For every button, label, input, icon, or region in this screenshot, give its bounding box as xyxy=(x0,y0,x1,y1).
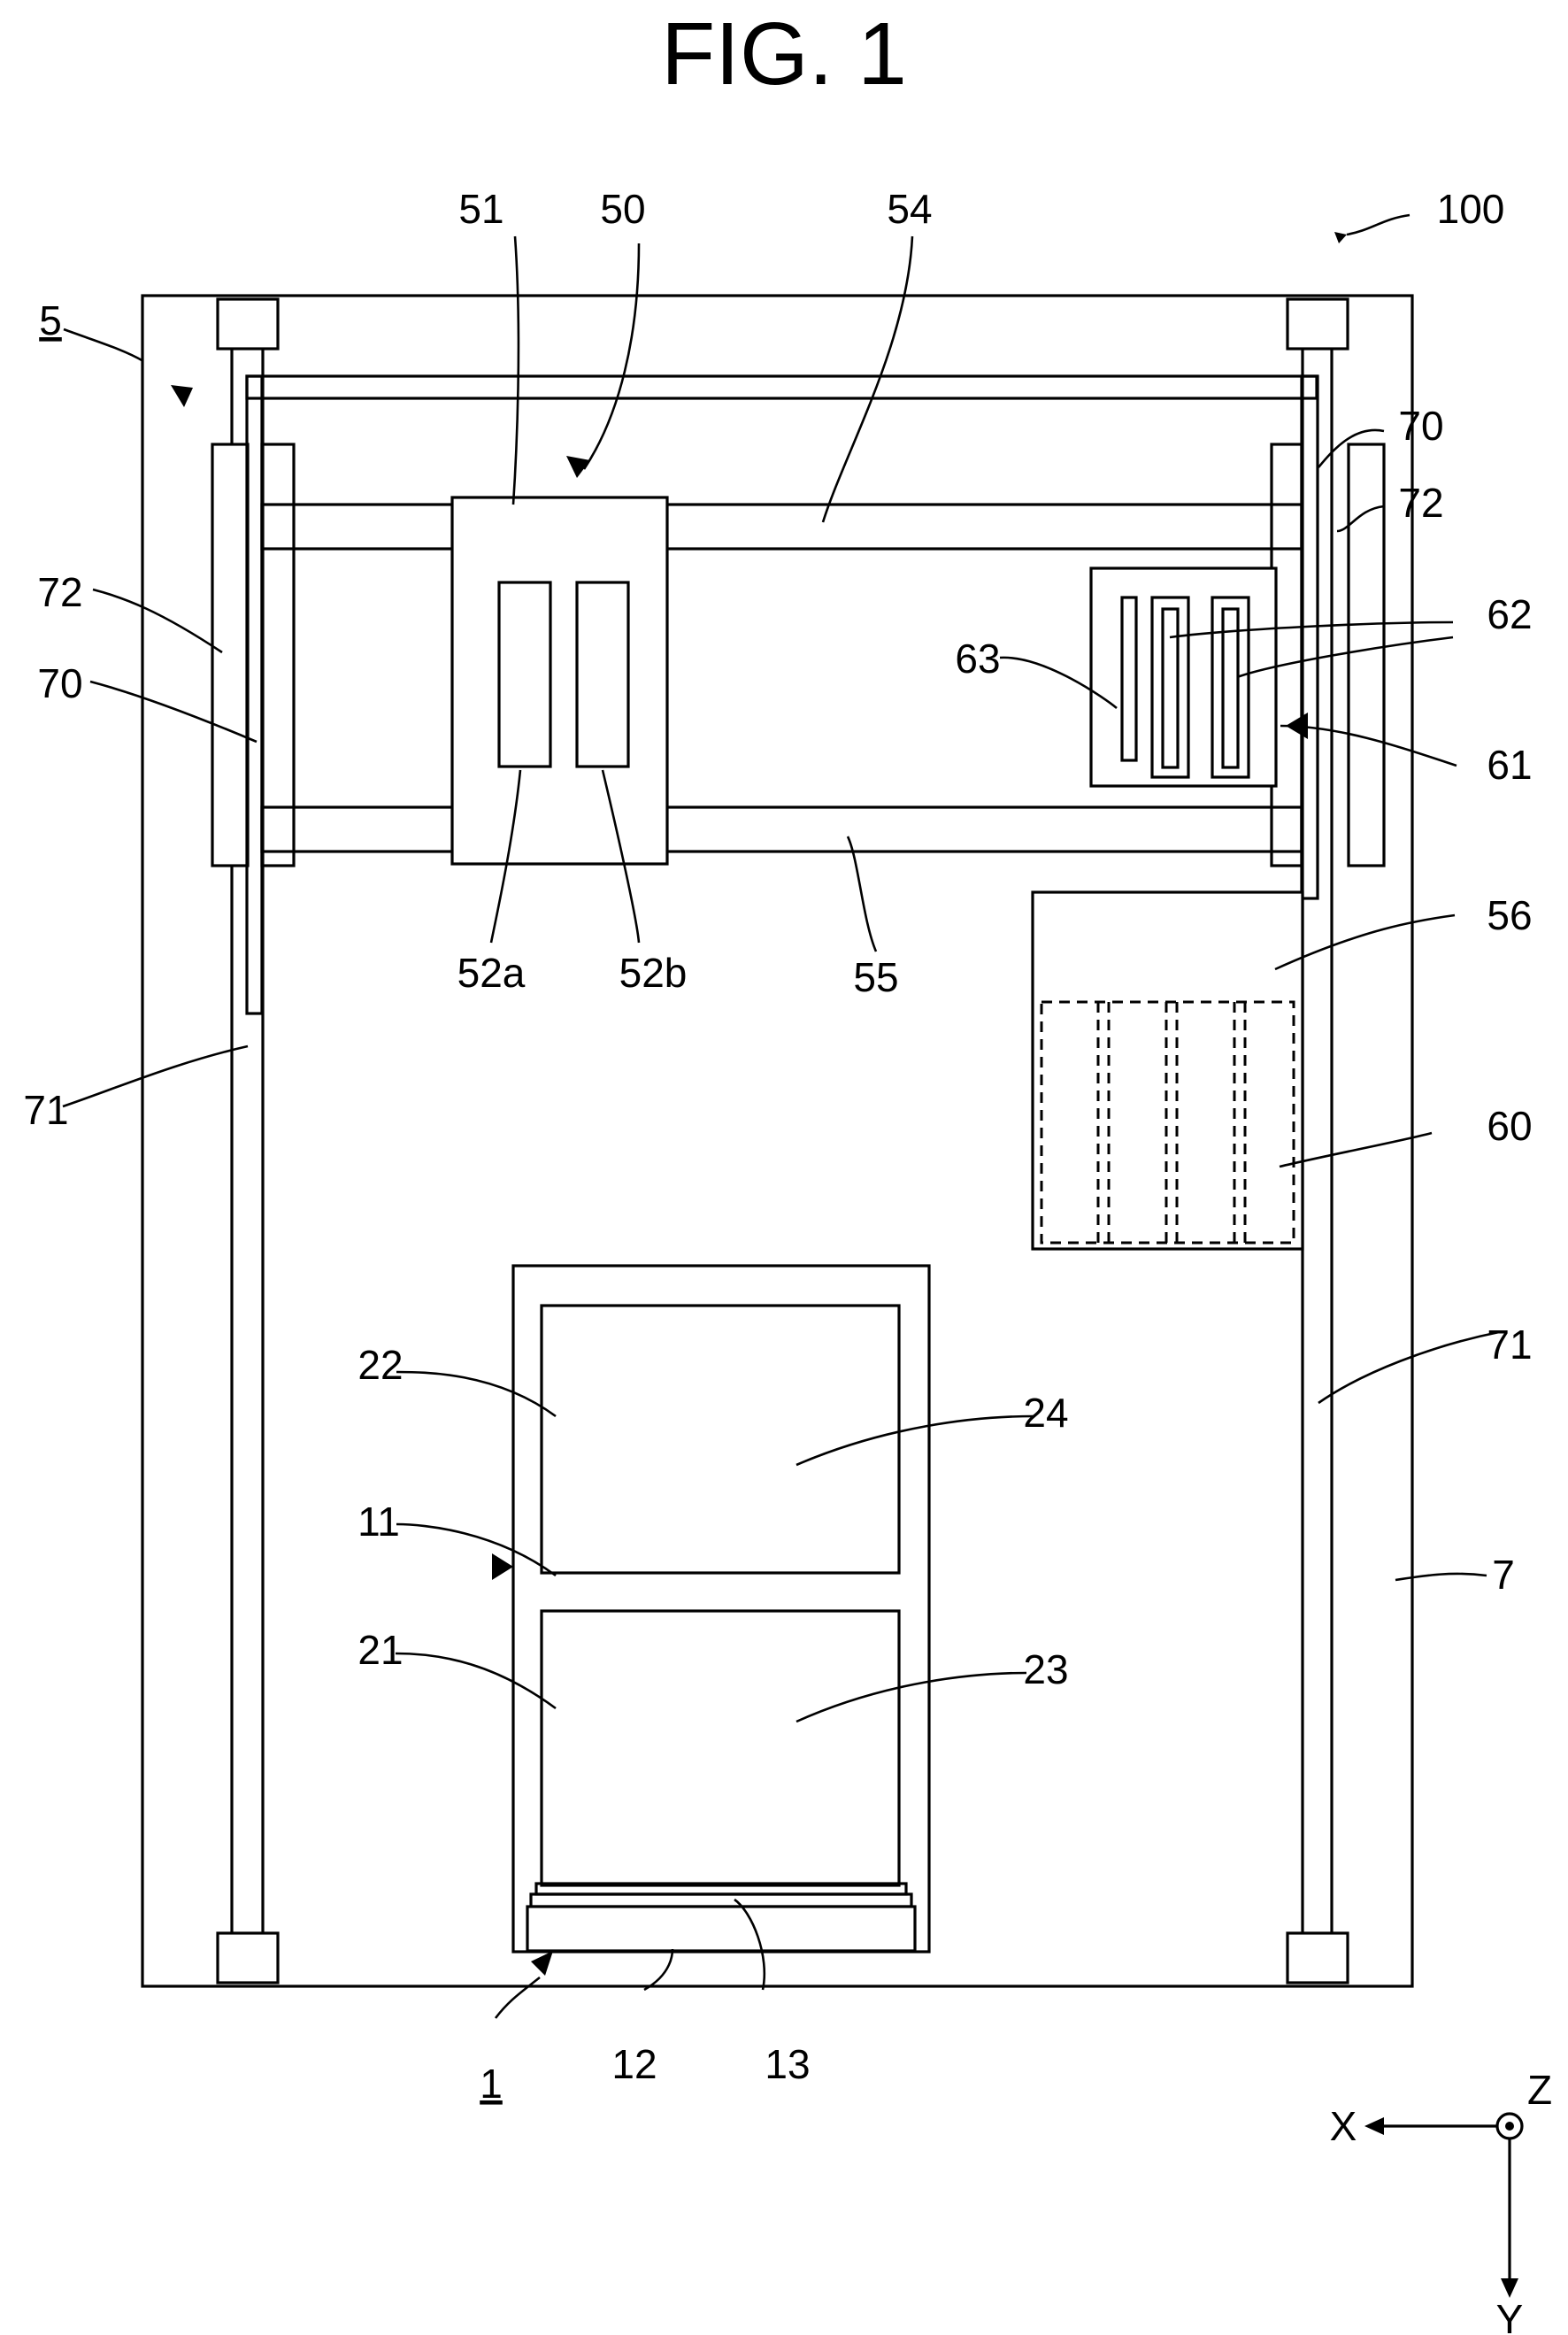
label-56: 56 xyxy=(1487,892,1532,938)
label-13: 13 xyxy=(765,2041,810,2087)
region-24 xyxy=(542,1306,899,1573)
region-23 xyxy=(542,1611,899,1885)
tank-unit-56 xyxy=(1033,892,1303,1249)
label-70-right: 70 xyxy=(1398,403,1443,449)
label-54: 54 xyxy=(887,186,932,232)
feeder-12-13 xyxy=(527,1884,915,1951)
label-62: 62 xyxy=(1487,591,1532,637)
label-63: 63 xyxy=(955,636,1000,682)
label-21: 21 xyxy=(357,1627,403,1673)
label-23: 23 xyxy=(1023,1646,1068,1692)
label-72-right: 72 xyxy=(1398,480,1443,526)
axis-indicator xyxy=(1364,2114,1522,2298)
label-1: 1 xyxy=(480,2061,503,2107)
head-52b xyxy=(577,582,628,767)
label-24: 24 xyxy=(1023,1390,1068,1436)
label-52a: 52a xyxy=(457,950,526,996)
label-22: 22 xyxy=(357,1342,403,1388)
label-100: 100 xyxy=(1437,186,1505,232)
label-61: 61 xyxy=(1487,742,1532,788)
label-51: 51 xyxy=(458,186,503,232)
axis-label-x: X xyxy=(1330,2103,1357,2149)
axis-label-y: Y xyxy=(1496,2296,1524,2335)
label-55: 55 xyxy=(853,954,898,1000)
label-71-left: 71 xyxy=(23,1087,68,1133)
label-50: 50 xyxy=(600,186,645,232)
head-52a xyxy=(499,582,550,767)
label-7: 7 xyxy=(1492,1552,1515,1598)
figure-title: FIG. 1 xyxy=(661,4,907,104)
axis-label-z: Z xyxy=(1527,2067,1552,2113)
label-72-left: 72 xyxy=(37,569,82,615)
label-52b: 52b xyxy=(619,950,688,996)
wiper-63 xyxy=(1122,597,1136,760)
label-11: 11 xyxy=(357,1499,400,1545)
label-60: 60 xyxy=(1487,1103,1532,1149)
head-unit-51 xyxy=(452,497,667,864)
cap-62-left-inner xyxy=(1163,609,1178,767)
label-71-right: 71 xyxy=(1487,1322,1532,1368)
label-70-left: 70 xyxy=(37,660,82,706)
label-5: 5 xyxy=(39,297,62,343)
label-12: 12 xyxy=(611,2041,657,2087)
